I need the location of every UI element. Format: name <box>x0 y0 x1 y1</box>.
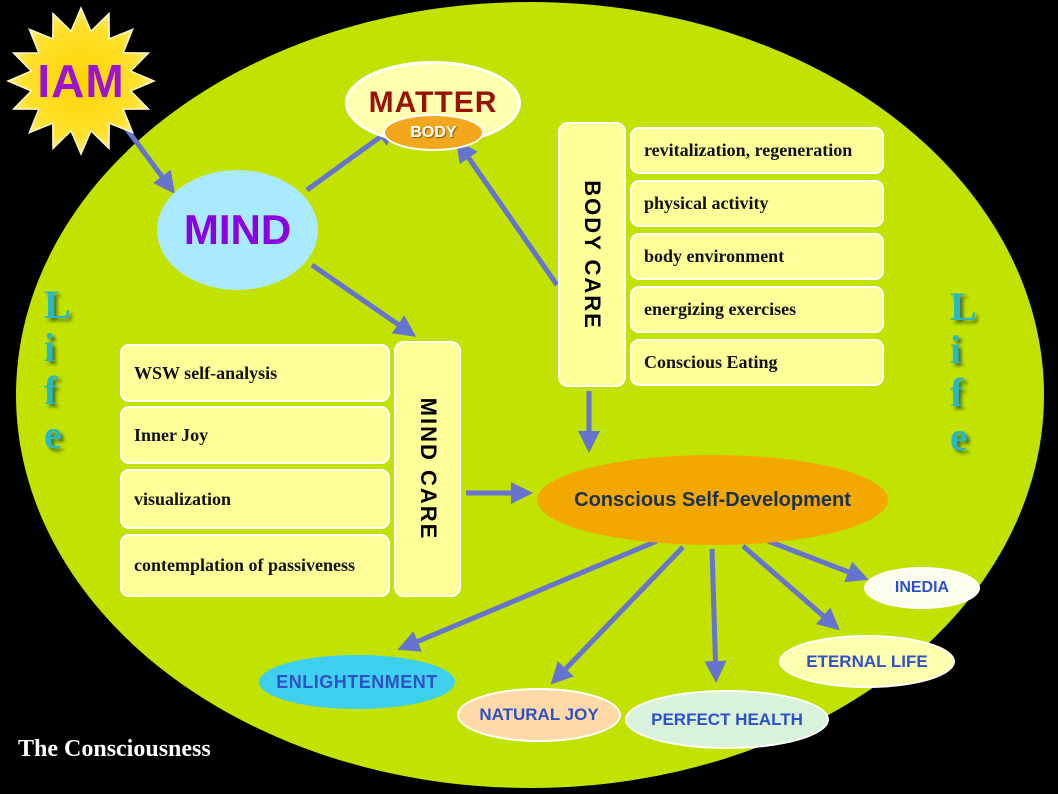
conscious-self-development-node: Conscious Self-Development <box>537 455 888 545</box>
body-care-item-body-environment: body environment <box>630 233 884 280</box>
body-care-item-conscious-eating: Conscious Eating <box>630 339 884 386</box>
body-care-item-revitalization: revitalization, regeneration <box>630 127 884 174</box>
mind-care-box: MIND CARE <box>394 341 461 597</box>
natural-joy-node: NATURAL JOY <box>457 688 621 742</box>
enlightenment-node: ENLIGHTENMENT <box>259 655 455 709</box>
iam-label: IAM <box>37 55 125 107</box>
life-label-left: Life <box>44 282 71 457</box>
body-care-item-energizing-exercises: energizing exercises <box>630 286 884 333</box>
mind-care-label: MIND CARE <box>415 397 441 541</box>
body-care-label: BODY CARE <box>580 179 605 330</box>
perfect-health-node: PERFECT HEALTH <box>625 690 829 749</box>
iam-starburst: IAM <box>6 6 156 156</box>
eternal-life-node: ETERNAL LIFE <box>779 635 955 688</box>
inedia-node: INEDIA <box>864 567 980 609</box>
mind-care-item-contemplation: contemplation of passiveness <box>120 534 390 597</box>
mind-care-item-inner-joy: Inner Joy <box>120 406 390 464</box>
mind-care-item-wsw-self-analysis: WSW self-analysis <box>120 344 390 402</box>
footer-title: The Consciousness <box>18 736 211 762</box>
body-care-item-physical-activity: physical activity <box>630 180 884 227</box>
life-label-right: Life <box>950 284 977 459</box>
mind-node: MIND <box>157 170 318 290</box>
mind-care-item-visualization: visualization <box>120 469 390 529</box>
body-node: BODY <box>383 114 484 151</box>
starburst-shape <box>6 6 156 156</box>
body-care-box: BODY CARE <box>558 122 626 387</box>
